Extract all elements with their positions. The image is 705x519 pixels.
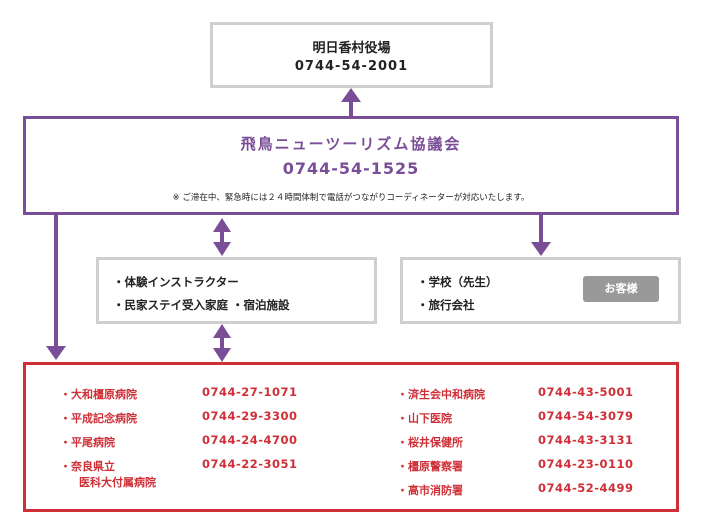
arrow-association-customers xyxy=(531,214,551,256)
customer-item: ・学校（先生） xyxy=(417,275,498,289)
customers-box: ・学校（先生） ・旅行会社 お客様 xyxy=(400,257,681,324)
contact-phone: 0744-43-3131 xyxy=(538,433,634,447)
village-office-box: 明日香村役場 0744-54-2001 xyxy=(210,22,493,88)
arrow-to-village-office xyxy=(341,88,361,118)
contact-phone: 0744-22-3051 xyxy=(202,457,298,471)
contact-phone: 0744-24-4700 xyxy=(202,433,298,447)
arrow-to-emergency-box xyxy=(46,214,66,360)
contact-name: ・平尾病院 xyxy=(60,436,115,449)
contact-phone: 0744-29-3300 xyxy=(202,409,298,423)
arrow-providers-emergency xyxy=(213,324,231,362)
contact-name: ・済生会中和病院 xyxy=(397,388,485,401)
contact-name: ・桜井保健所 xyxy=(397,436,463,449)
village-office-name: 明日香村役場 xyxy=(312,41,391,56)
contact-phone: 0744-27-1071 xyxy=(202,385,298,399)
village-office-phone: 0744-54-2001 xyxy=(294,59,409,74)
contact-name: ・平成記念病院 xyxy=(60,412,137,425)
customer-item: ・旅行会社 xyxy=(417,298,475,312)
contact-name: ・大和橿原病院 xyxy=(60,388,137,401)
tourism-association-box: 飛鳥ニューツーリズム協議会 0744-54-1525 ※ ご滞在中、緊急時には２… xyxy=(23,116,679,215)
provider-item: ・民家ステイ受入家庭 ・宿泊施設 xyxy=(113,298,290,312)
contact-name: ・橿原警察署 xyxy=(397,460,463,473)
contact-phone: 0744-54-3079 xyxy=(538,409,634,423)
association-phone: 0744-54-1525 xyxy=(282,159,420,178)
contact-name: ・高市消防署 xyxy=(397,484,463,497)
contact-phone: 0744-23-0110 xyxy=(538,457,634,471)
provider-item: ・体験インストラクター xyxy=(113,275,239,289)
contact-name: ・奈良県立 xyxy=(60,460,115,473)
contact-phone: 0744-52-4499 xyxy=(538,481,634,495)
arrow-association-providers xyxy=(213,218,231,256)
association-note: ※ ご滞在中、緊急時には２４時間体制で電話がつながりコーディネーターが対応いたし… xyxy=(172,193,530,203)
contact-name: ・山下医院 xyxy=(397,412,452,425)
providers-box: ・体験インストラクター ・民家ステイ受入家庭 ・宿泊施設 xyxy=(96,257,377,324)
customer-badge: お客様 xyxy=(583,276,659,302)
emergency-contacts-box: ・大和橿原病院 0744-27-1071 ・平成記念病院 0744-29-330… xyxy=(23,362,679,512)
association-name: 飛鳥ニューツーリズム協議会 xyxy=(240,135,462,153)
contact-phone: 0744-43-5001 xyxy=(538,385,634,399)
contact-name-sub: 医科大付属病院 xyxy=(79,476,156,489)
